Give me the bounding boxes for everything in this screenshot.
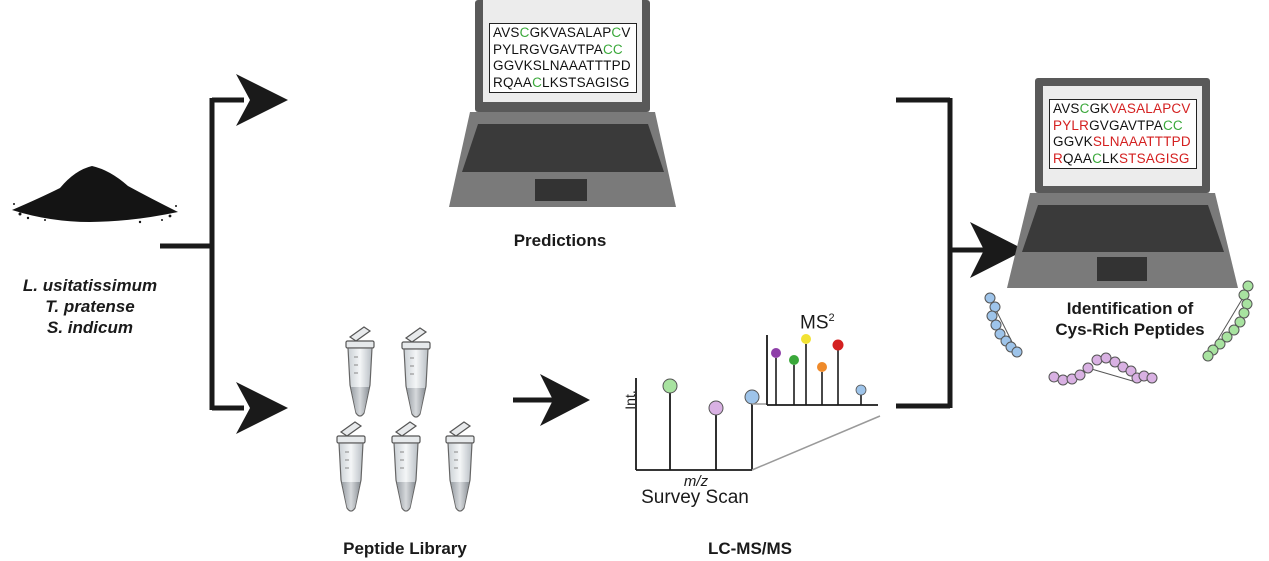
sequence-row: AVSCGKVASALAPCV — [1053, 101, 1193, 118]
arrow-to-predictions-icon — [236, 74, 288, 126]
fragment-orange-marker — [817, 362, 827, 372]
x-axis-label: m/z — [683, 473, 709, 490]
fragment-yellow-marker — [801, 334, 811, 344]
species-item: T. pratense — [45, 297, 135, 316]
peak-blue-marker — [744, 389, 760, 405]
sequence-segment: STSAGISG — [1118, 150, 1190, 166]
sequence-segment: C — [611, 25, 622, 40]
sequence-segment: PYLRGVGAVTPA — [493, 41, 603, 57]
tube-icon — [391, 421, 421, 512]
species-item: S. indicum — [47, 318, 133, 337]
tube-icon — [336, 421, 366, 512]
identification-label-line1: Identification of — [1066, 299, 1194, 318]
sequence-row: PYLRGVGAVTPACC — [1053, 118, 1193, 135]
ms2-label-text: MS — [800, 312, 829, 334]
ms2-label-superscript: 2 — [828, 312, 835, 324]
sequence-segment: GGVK — [1053, 134, 1093, 149]
sequence-row: RQAACLKSTSAGISG — [493, 75, 633, 92]
identification-label-line2: Cys-Rich Peptides — [1055, 320, 1205, 339]
sequence-segment: PYLR — [1053, 117, 1090, 133]
survey-scan-spectrum — [635, 378, 881, 471]
sequence-segment: LK — [1102, 150, 1119, 166]
fragment-red-marker — [832, 339, 844, 351]
sequence-row: GGVKSLNAAATTTPD — [493, 58, 633, 75]
sequence-row: PYLRGVGAVTPACC — [493, 42, 633, 59]
sequence-segment: C — [1092, 150, 1103, 166]
sequence-row: RQAACLKSTSAGISG — [1053, 151, 1193, 168]
sequence-row: GGVKSLNAAATTTPD — [1053, 134, 1193, 151]
sequence-segment: V — [621, 25, 631, 40]
arrow-to-library-icon — [236, 382, 288, 434]
fragment-blue-marker — [855, 384, 867, 396]
sequence-segment: SLNAAATTTPD — [1092, 134, 1191, 149]
fragment-green-marker — [789, 355, 799, 365]
sequence-segment: R — [1053, 150, 1063, 166]
tube-icon — [445, 421, 475, 512]
sequence-segment: GK — [1089, 101, 1110, 116]
survey-scan-label: Survey Scan — [641, 487, 749, 508]
tube-icon — [401, 327, 431, 418]
peptide-library-tubes — [336, 326, 475, 512]
lcmsms-label: LC-MS/MS — [707, 539, 793, 558]
species-list: L. usitatissimum T. pratense S. indicum — [0, 275, 180, 338]
peak-green-marker — [662, 378, 678, 394]
sequence-row: AVSCGKVASALAPCV — [493, 25, 633, 42]
arrow-to-lcms-icon — [540, 374, 590, 426]
sequence-segment: AVS — [493, 25, 520, 40]
sequence-segment: GVGAVTPA — [1089, 117, 1163, 133]
sequence-segment: CC — [602, 41, 623, 57]
sequence-segment: C — [519, 25, 530, 40]
y-axis-label: Int. — [622, 390, 638, 410]
sequence-segment: C — [1079, 101, 1090, 116]
ms2-label: MS2 — [800, 312, 860, 334]
sequence-segment: CC — [1162, 117, 1183, 133]
sample-powder-icon — [12, 166, 178, 224]
sequence-segment: GKVASALAP — [529, 25, 612, 40]
sequence-segment: AVS — [1053, 101, 1080, 116]
sequence-segment: C — [532, 74, 543, 90]
tube-icon — [345, 326, 375, 417]
fragment-violet-marker — [771, 348, 781, 358]
peptide-library-label: Peptide Library — [343, 539, 467, 558]
purple-peptide-chain-icon — [1048, 352, 1158, 386]
predictions-label: Predictions — [513, 231, 607, 250]
sequence-segment: RQAA — [493, 74, 533, 90]
blue-peptide-chain-icon — [984, 292, 1023, 358]
arrow-to-identification-icon — [970, 222, 1025, 278]
ms2-spectrum — [766, 334, 878, 406]
branch-connector-left — [160, 97, 244, 411]
sequence-segment: GGVKSLNAAATTTPD — [493, 58, 631, 73]
sequence-segment: QAA — [1062, 150, 1093, 166]
species-item: L. usitatissimum — [22, 276, 158, 295]
sequence-segment: VASALAPCV — [1109, 101, 1191, 116]
sequence-segment: LKSTSAGISG — [542, 74, 630, 90]
peak-purple-marker — [708, 400, 724, 416]
merge-connector-right — [896, 97, 985, 409]
green-peptide-chain-icon — [1202, 280, 1254, 362]
